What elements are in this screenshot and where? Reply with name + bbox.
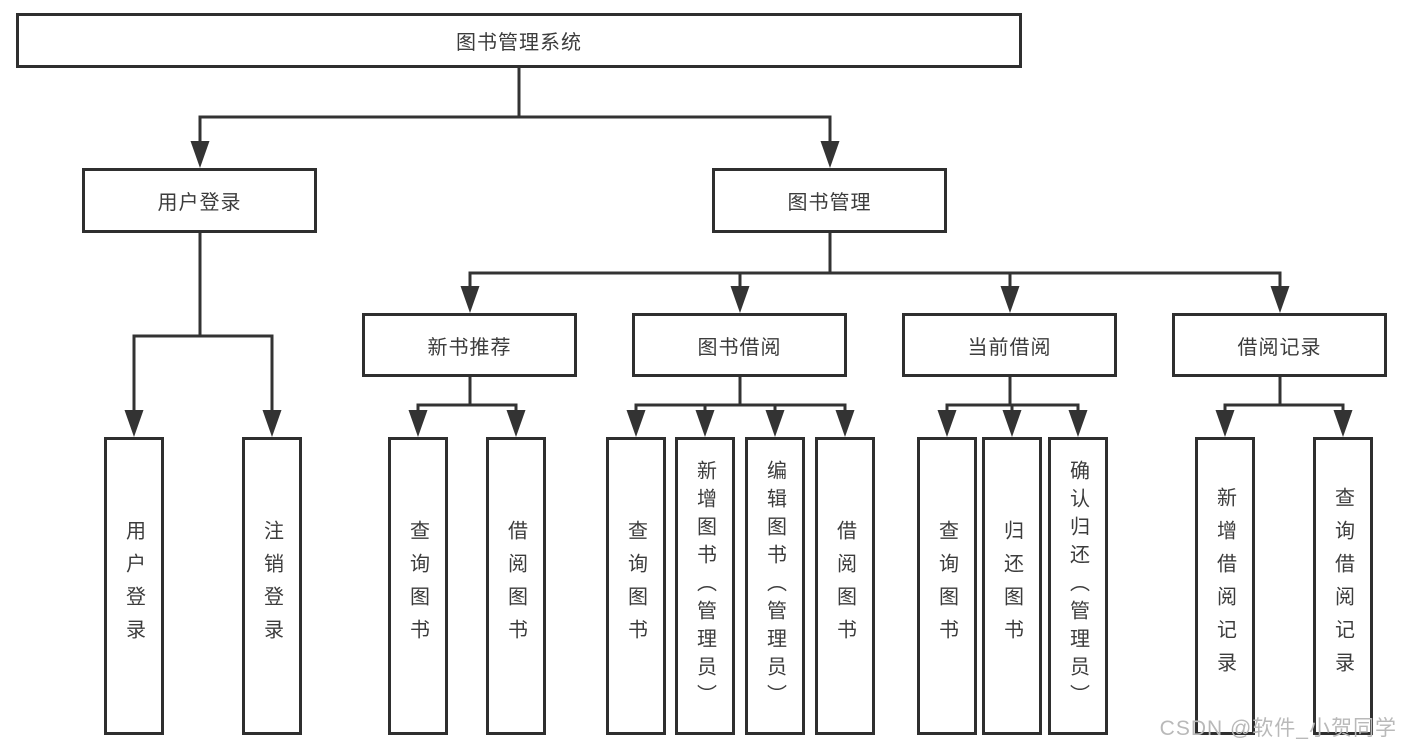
leaf-label: 注销登录 (260, 520, 283, 652)
node-label: 图书管理系统 (456, 32, 582, 54)
leaf-confirm-return-admin: 确认归还（管理员） (1048, 437, 1108, 735)
connector-borrow-record-branch (1215, 375, 1353, 437)
node-label: 用户登录 (157, 192, 242, 214)
connector-new-book-branch (408, 375, 526, 437)
connector-current-borrow-branch (937, 375, 1088, 437)
node-label: 当前借阅 (967, 336, 1052, 359)
node-book-borrow: 图书借阅 (632, 313, 847, 377)
node-label: 图书管理 (787, 192, 872, 214)
leaf-borrow-book-2: 借阅图书 (815, 437, 875, 735)
leaf-query-book-1: 查询图书 (388, 437, 448, 735)
leaf-borrow-book-1: 借阅图书 (486, 437, 546, 735)
node-book-management: 图书管理 (712, 168, 947, 233)
connector-book-mgmt-branch (460, 231, 1290, 313)
connector-book-borrow-branch (626, 375, 855, 437)
leaf-edit-book-admin: 编辑图书（管理员） (745, 437, 805, 735)
leaf-label: 查询图书 (406, 520, 429, 652)
leaf-label: 新增借阅记录 (1213, 487, 1236, 685)
leaf-logout: 注销登录 (242, 437, 302, 735)
leaf-label: 确认归还（管理员） (1066, 460, 1089, 712)
leaf-query-book-3: 查询图书 (917, 437, 977, 735)
connector-user-login-branch (124, 231, 282, 437)
connector-root-to-level2 (190, 66, 840, 168)
leaf-label: 新增图书（管理员） (693, 460, 716, 712)
leaf-label: 借阅图书 (833, 520, 856, 652)
node-label: 图书借阅 (697, 336, 782, 359)
leaf-label: 用户登录 (122, 520, 145, 652)
node-label: 新书推荐 (427, 336, 512, 359)
leaf-user-login: 用户登录 (104, 437, 164, 735)
leaf-label: 查询图书 (935, 520, 958, 652)
leaf-label: 编辑图书（管理员） (763, 460, 786, 712)
leaf-add-borrow-record: 新增借阅记录 (1195, 437, 1255, 735)
leaf-label: 查询借阅记录 (1331, 487, 1354, 685)
leaf-query-borrow-record: 查询借阅记录 (1313, 437, 1373, 735)
leaf-label: 借阅图书 (504, 520, 527, 652)
leaf-add-book-admin: 新增图书（管理员） (675, 437, 735, 735)
node-user-login: 用户登录 (82, 168, 317, 233)
leaf-label: 查询图书 (624, 520, 647, 652)
node-label: 借阅记录 (1237, 336, 1322, 359)
leaf-query-book-2: 查询图书 (606, 437, 666, 735)
node-new-book-recommend: 新书推荐 (362, 313, 577, 377)
leaf-label: 归还图书 (1000, 520, 1023, 652)
node-borrow-record: 借阅记录 (1172, 313, 1387, 377)
node-library-system: 图书管理系统 (16, 13, 1022, 68)
node-current-borrow: 当前借阅 (902, 313, 1117, 377)
leaf-return-book: 归还图书 (982, 437, 1042, 735)
